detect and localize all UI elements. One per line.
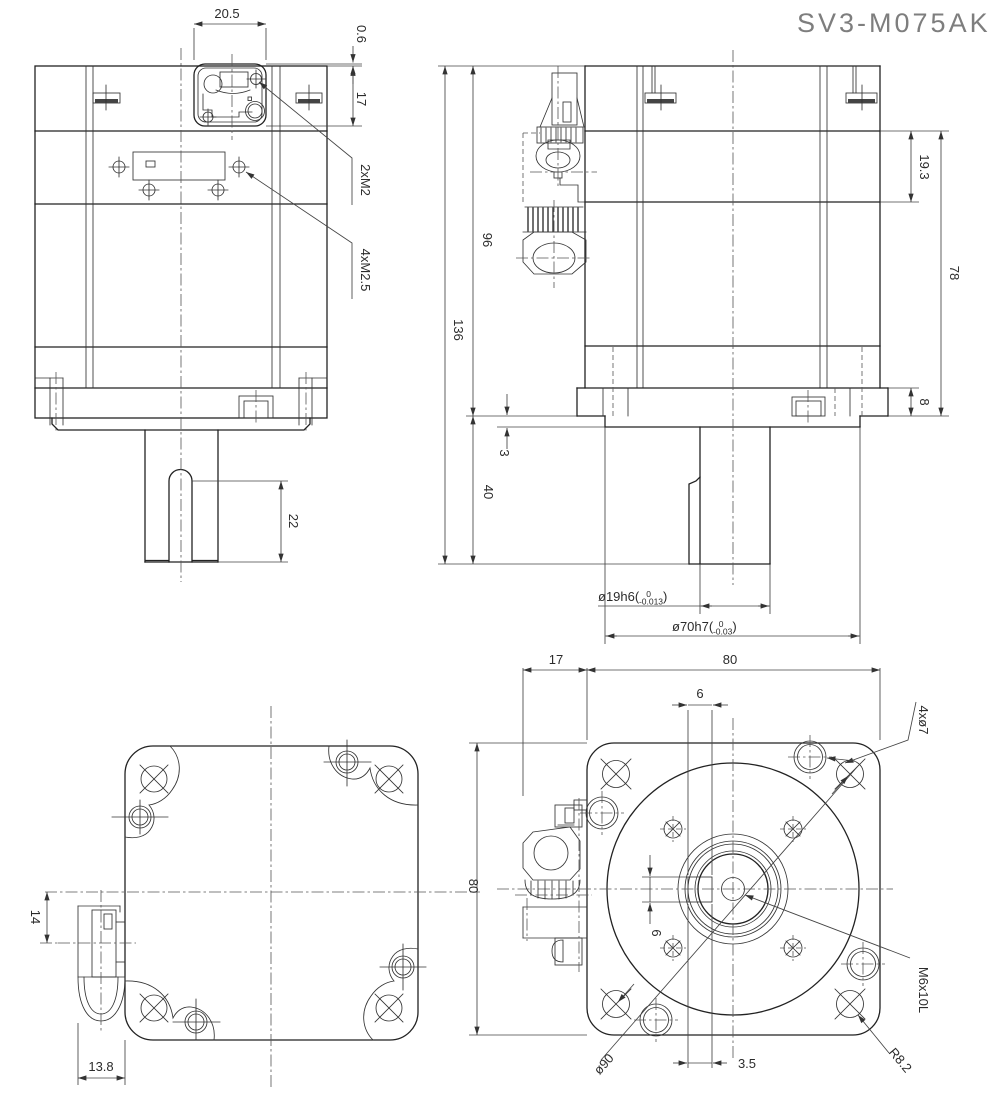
svg-text:0.6: 0.6 <box>354 25 369 43</box>
svg-text:40: 40 <box>481 485 496 499</box>
view-bottom: 14 13.8 <box>28 706 480 1087</box>
side-dim-shaft-diameter: ø19h6(0-0.013) <box>598 564 771 614</box>
front-note-bolt-circle: ø90 <box>591 1051 617 1078</box>
side-dim-boss-height: 3 <box>497 394 605 457</box>
rear-face-screw-holes <box>108 156 250 201</box>
svg-text:4xø7: 4xø7 <box>916 706 931 735</box>
svg-text:136: 136 <box>451 319 466 341</box>
rear-flange-lip <box>51 417 311 431</box>
side-dim-boss-diameter: ø70h7(0-0.03) <box>604 427 861 644</box>
svg-text:22: 22 <box>286 514 301 528</box>
side-clamp-tab-left <box>644 65 677 111</box>
side-dim-total-height: 136 <box>438 66 689 565</box>
view-rear: 20.5 0.6 17 2xM2 4xM2.5 22 <box>34 6 373 582</box>
bottom-dim-gland-offset: 14 <box>28 892 58 944</box>
svg-text:M6x10L: M6x10L <box>916 967 931 1013</box>
side-flange <box>576 347 889 428</box>
front-bolt-circle-line <box>600 765 859 1061</box>
side-key-pocket <box>791 396 826 417</box>
bottom-cable-gland <box>58 890 136 1032</box>
svg-text:80: 80 <box>466 879 481 893</box>
rear-note-connector-screws: 2xM2 <box>258 81 373 205</box>
front-dim-key-offset: 3.5 <box>673 904 756 1071</box>
side-cable-gland <box>516 200 590 288</box>
svg-text:13.8: 13.8 <box>88 1059 113 1074</box>
front-note-corner-holes: 4xø7 <box>826 701 931 764</box>
rear-dim-connector-protrusion: 0.6 <box>266 25 369 84</box>
bottom-corner-contours <box>124 745 419 1041</box>
drawing-title: SV3-M075AK <box>797 8 991 38</box>
svg-text:80: 80 <box>723 652 737 667</box>
rear-clamp-tab-right <box>295 84 323 111</box>
svg-text:14: 14 <box>28 910 43 924</box>
rear-shaft-keyway <box>168 468 193 563</box>
shaft-dia-label: ø19h6(0-0.013) <box>598 589 667 607</box>
rear-note-face-screws: 4xM2.5 <box>245 171 373 299</box>
bottom-corner-holes <box>139 764 404 1023</box>
side-clamp-tab-right <box>845 65 878 111</box>
rear-dim-connector-width: 20.5 <box>193 6 267 60</box>
bottom-body-outline <box>124 745 419 1041</box>
side-dim-shaft-length: 40 <box>470 416 496 564</box>
front-dim-body-height: 80 <box>466 742 587 1036</box>
svg-text:ø90: ø90 <box>591 1051 617 1078</box>
svg-text:96: 96 <box>480 233 495 247</box>
side-shaft <box>688 426 771 565</box>
side-dim-upper-section: 19.3 <box>880 130 949 203</box>
front-note-corner-radius: R8.2 <box>857 1014 915 1076</box>
svg-text:19.3: 19.3 <box>917 154 932 179</box>
svg-text:3.5: 3.5 <box>738 1056 756 1071</box>
side-dim-lower-section: 78 <box>888 131 962 417</box>
view-front: 17 80 6 80 6 <box>466 652 931 1077</box>
side-dim-body-height: 96 <box>438 65 585 417</box>
front-dim-gland-depth: 17 <box>522 652 588 796</box>
rear-face-feature <box>108 151 250 201</box>
rear-clamp-tab-left <box>92 84 121 111</box>
svg-text:R8.2: R8.2 <box>886 1045 915 1076</box>
rear-shaft <box>144 429 219 563</box>
rear-connector <box>193 54 267 140</box>
svg-text:78: 78 <box>947 266 962 280</box>
rear-key-pocket <box>238 390 274 424</box>
svg-text:3: 3 <box>497 449 512 456</box>
bottom-tapped-holes <box>111 739 427 1041</box>
svg-text:17: 17 <box>549 652 563 667</box>
front-keyway <box>687 876 713 903</box>
svg-text:2xM2: 2xM2 <box>358 164 373 196</box>
rear-bottom-lugs <box>34 372 328 432</box>
svg-text:8: 8 <box>917 398 932 405</box>
front-dim-key-width: 6 <box>672 686 728 875</box>
svg-text:20.5: 20.5 <box>214 6 239 21</box>
rear-dim-key-length: 22 <box>192 480 301 563</box>
bottom-dim-gland-width: 13.8 <box>77 1023 126 1085</box>
svg-text:6: 6 <box>696 686 703 701</box>
side-dim-flange-thickness: 8 <box>888 387 932 416</box>
svg-text:4xM2.5: 4xM2.5 <box>358 249 373 292</box>
side-shaft-key <box>688 476 701 565</box>
boss-dia-label: ø70h7(0-0.03) <box>672 619 737 637</box>
front-dim-body-width: 80 <box>587 652 881 740</box>
view-side: 96 136 19.3 78 8 3 <box>438 50 962 644</box>
front-note-center-tap: M6x10L <box>744 894 931 1013</box>
svg-text:17: 17 <box>354 92 369 106</box>
rear-dim-connector-height: 17 <box>266 66 369 127</box>
front-corner-holes <box>600 758 866 1020</box>
side-encoder-gland <box>522 66 597 205</box>
front-mid-holes <box>660 816 806 961</box>
front-gland-silhouette <box>515 798 592 972</box>
front-dim-key-height: 6 <box>642 855 688 937</box>
front-side-holes <box>580 735 885 1042</box>
svg-text:6: 6 <box>649 929 664 936</box>
